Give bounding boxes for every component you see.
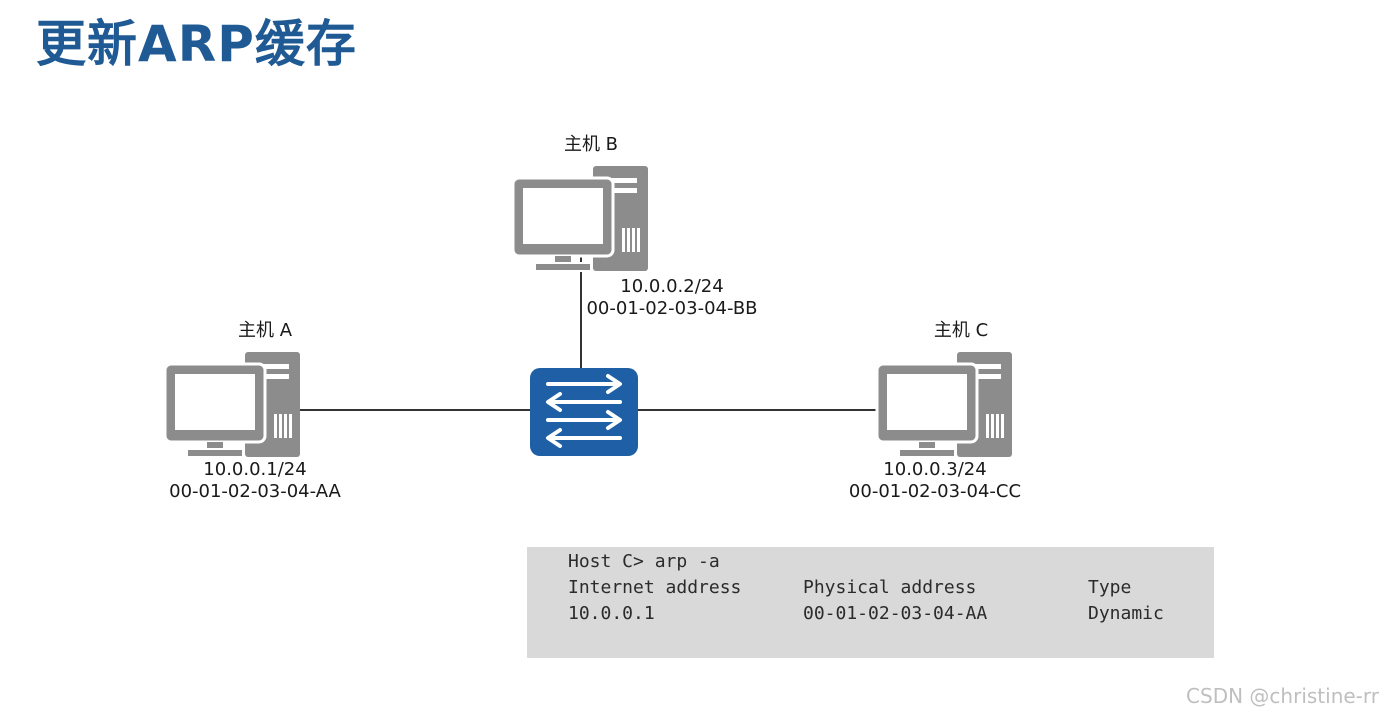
host-b-name: 主机 B — [563, 134, 619, 155]
host-a-name: 主机 A — [237, 320, 293, 341]
watermark: CSDN @christine-rr — [1186, 684, 1379, 708]
header-internet-address: Internet address — [568, 577, 742, 598]
host-c-computer-icon — [875, 350, 1014, 459]
page-title: 更新ARP缓存 — [36, 15, 357, 73]
host-b-computer-icon — [511, 164, 650, 273]
header-physical-address: Physical address — [803, 577, 977, 598]
host-a-ip: 10.0.0.1/24 — [203, 459, 307, 480]
row-type: Dynamic — [1088, 603, 1164, 624]
terminal-command: Host C> arp -a — [568, 551, 720, 572]
host-c-mac: 00-01-02-03-04-CC — [848, 481, 1022, 502]
switch-icon — [530, 368, 638, 456]
host-c-ip: 10.0.0.3/24 — [883, 459, 987, 480]
header-type: Type — [1088, 577, 1132, 598]
host-c-name: 主机 C — [933, 320, 989, 341]
row-physical-address: 00-01-02-03-04-AA — [803, 603, 988, 624]
host-a-computer-icon — [163, 350, 302, 459]
host-b-ip: 10.0.0.2/24 — [620, 276, 724, 297]
host-b-mac: 00-01-02-03-04-BB — [586, 298, 758, 319]
host-a-mac: 00-01-02-03-04-AA — [169, 481, 341, 502]
arp-output-panel: Host C> arp -a Internet address Physical… — [527, 547, 1214, 658]
row-internet-address: 10.0.0.1 — [568, 603, 655, 624]
